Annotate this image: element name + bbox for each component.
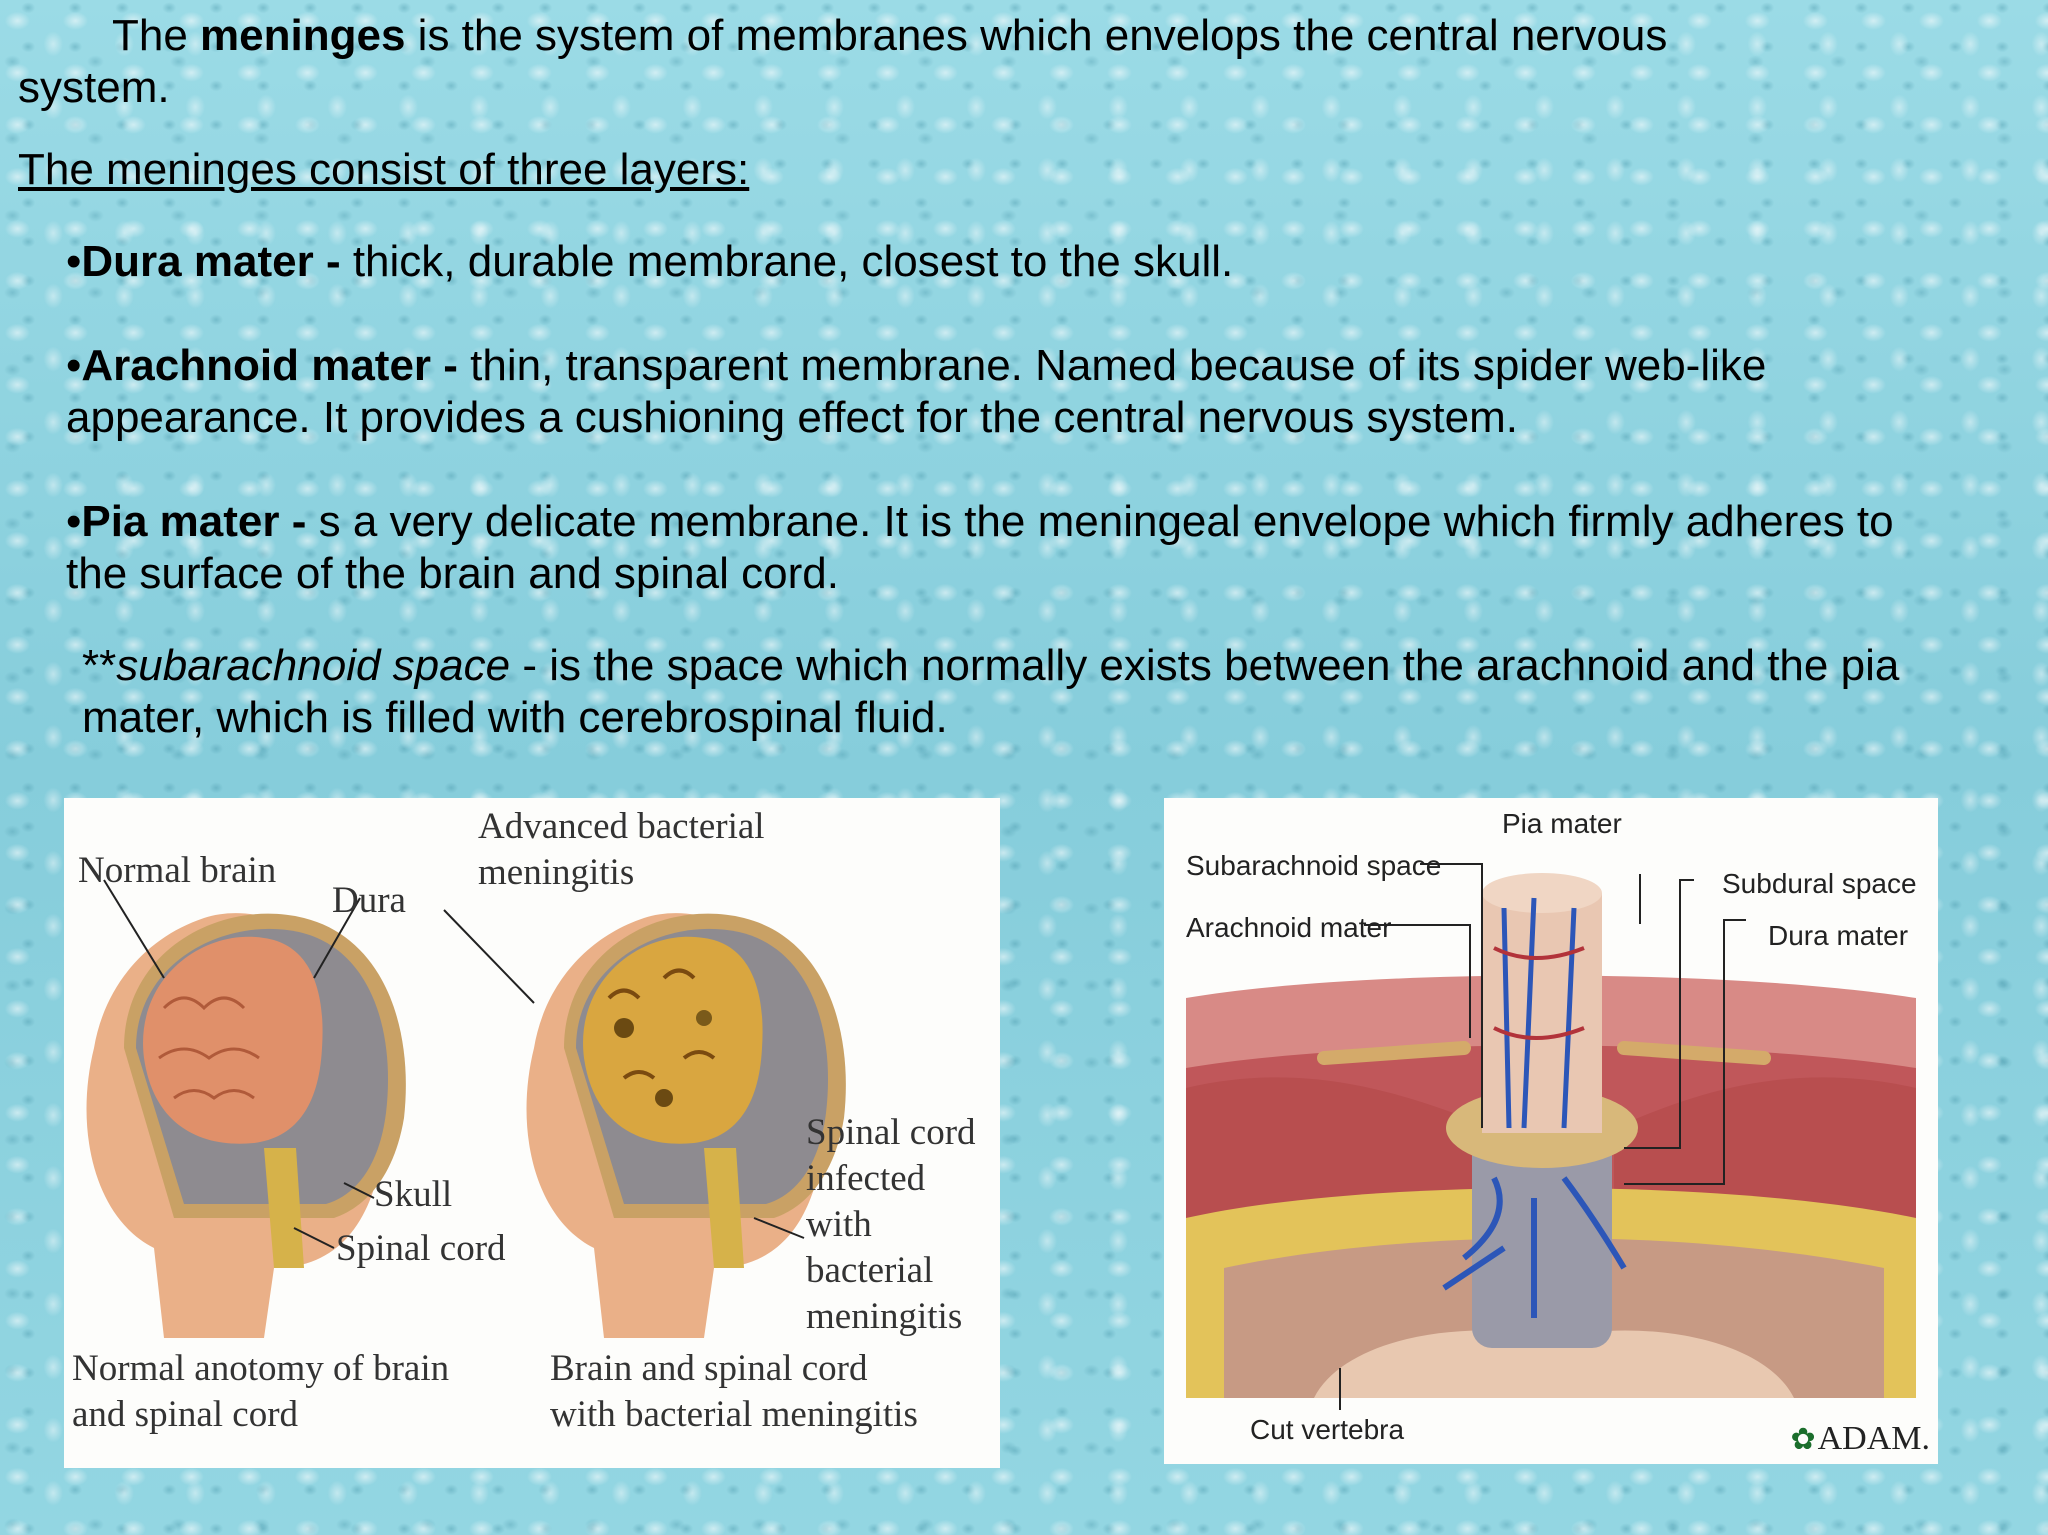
intro-term: meninges — [200, 11, 406, 60]
normal-head-graphic — [86, 913, 406, 1338]
meningitis-drawing — [86, 879, 846, 1338]
intro-post: is the system of membranes which envelop… — [18, 11, 1668, 112]
label-dura-mater: Dura mater — [1768, 920, 1909, 951]
label-pia-mater: Pia mater — [1502, 808, 1622, 839]
intro-pre: The — [112, 11, 201, 60]
spinal-meninges-illustration: Pia mater Subarachnoid space Subdural sp… — [1164, 798, 1938, 1464]
label-skull: Skull — [374, 1174, 453, 1215]
bullet-dot: • — [66, 341, 82, 390]
layer-name: Pia mater - — [81, 497, 319, 546]
layer-description: thin, transparent membrane. Named becaus… — [66, 341, 1767, 442]
intro-paragraph: The meninges is the system of membranes … — [18, 10, 1818, 114]
bullet-dot: • — [66, 497, 82, 546]
layer-item-pia: •Pia mater - s a very delicate membrane.… — [66, 496, 1906, 600]
layer-description: s a very delicate membrane. It is the me… — [66, 497, 1894, 598]
label-dura: Dura — [332, 880, 406, 921]
layer-description: thick, durable membrane, closest to the … — [352, 237, 1234, 286]
label-arachnoid-mater: Arachnoid mater — [1186, 912, 1392, 943]
layer-name: Dura mater - — [81, 237, 353, 286]
subarachnoid-note: **subarachnoid space - is the space whic… — [82, 640, 1922, 744]
layer-item-dura: •Dura mater - thick, durable membrane, c… — [66, 236, 1906, 288]
label-subarachnoid-space: Subarachnoid space — [1186, 850, 1442, 881]
label-subdural-space: Subdural space — [1722, 868, 1917, 899]
label-advanced-meningitis: Advanced bacterial meningitis — [478, 806, 765, 893]
note-description: - is the space which normally exists bet… — [82, 641, 1900, 742]
layer-name: Arachnoid mater - — [81, 341, 471, 390]
bullet-dot: • — [66, 237, 82, 286]
adam-credit: ADAM. — [1817, 1420, 1930, 1457]
note-prefix: ** — [82, 641, 117, 690]
spinal-cord-drawing — [1186, 863, 1916, 1410]
caption-normal-anatomy: Normal anotomy of brain and spinal cord — [72, 1348, 450, 1435]
infected-head-graphic — [526, 913, 846, 1338]
label-cut-vertebra: Cut vertebra — [1250, 1414, 1405, 1445]
adam-logo: ✿ADAM. — [1790, 1420, 1930, 1458]
layer-item-arachnoid: •Arachnoid mater - thin, transparent mem… — [66, 340, 1906, 444]
caption-infected: Brain and spinal cord with bacterial men… — [550, 1348, 918, 1435]
label-infected-spinal-cord: Spinal cord infected with bacterial meni… — [806, 1112, 976, 1337]
label-spinal-cord: Spinal cord — [336, 1228, 506, 1269]
label-normal-brain: Normal brain — [78, 850, 277, 891]
leaf-icon: ✿ — [1790, 1423, 1816, 1456]
meningitis-illustration: Normal brain Dura Advanced bacterial men… — [64, 798, 1000, 1468]
note-term: subarachnoid space — [116, 641, 511, 690]
layers-heading: The meninges consist of three layers: — [18, 145, 750, 194]
